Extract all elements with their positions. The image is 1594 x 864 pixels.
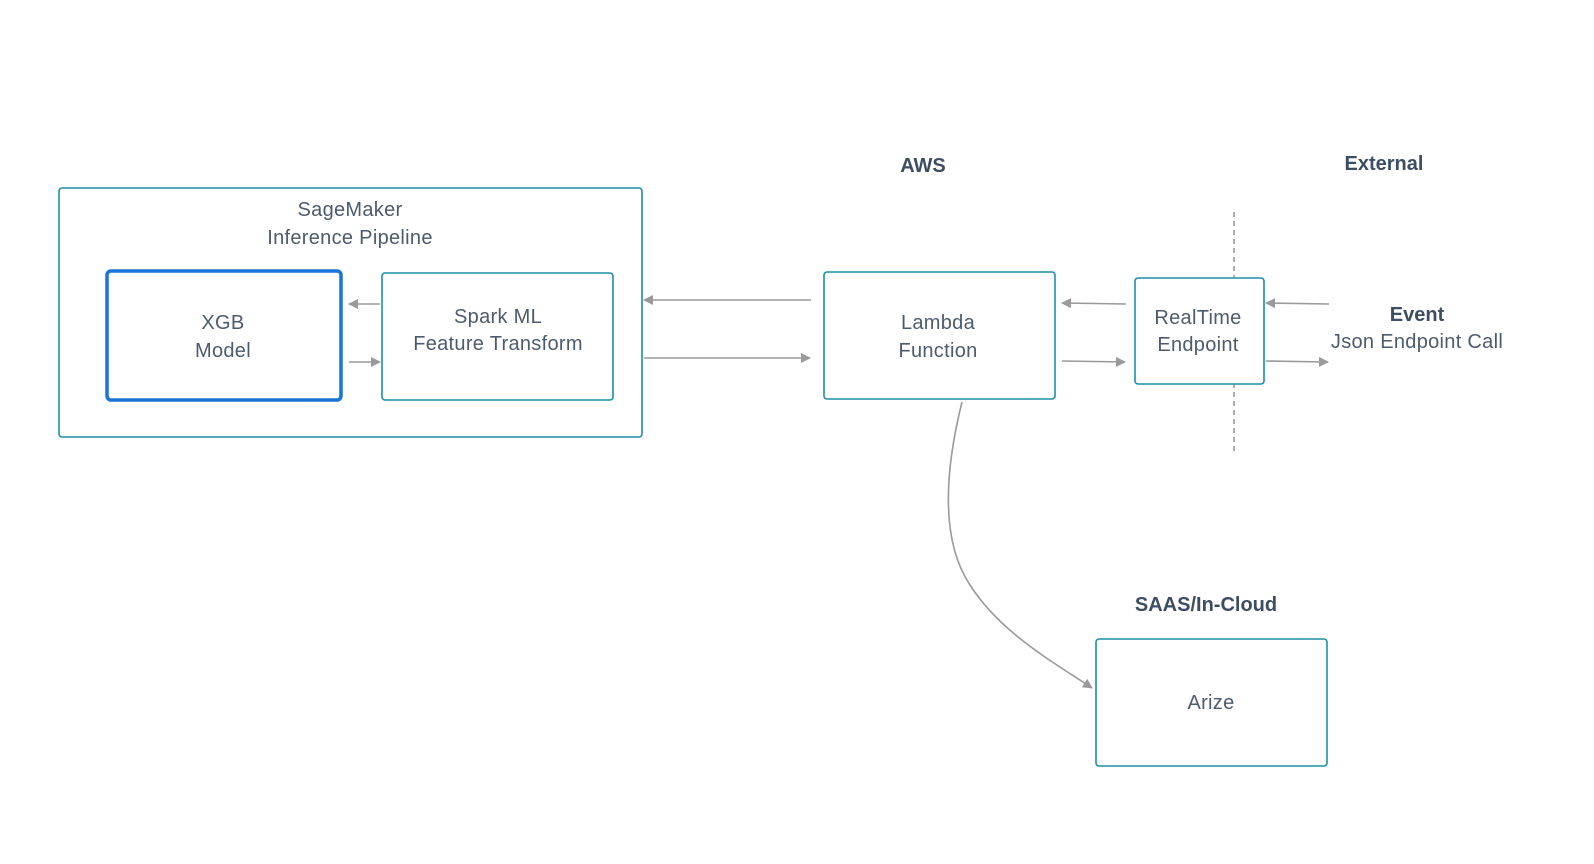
realtime-endpoint-node[interactable] — [1134, 277, 1265, 385]
xgb-model-label-line1: XGB — [201, 312, 244, 334]
arrow-lambda-to-realtime — [1061, 356, 1126, 367]
xgb-model-label-line2: Model — [195, 340, 251, 362]
realtime-label-line1: RealTime — [1154, 307, 1241, 329]
pipeline-title-line1: SageMaker — [298, 199, 403, 221]
arize-label: Arize — [1187, 692, 1234, 714]
zone-label-aws: AWS — [900, 155, 946, 177]
lambda-label-line1: Lambda — [901, 312, 976, 334]
zone-label-external: External — [1345, 153, 1424, 175]
event-subtitle: Json Endpoint Call — [1331, 331, 1503, 353]
lambda-function-node[interactable] — [823, 271, 1056, 400]
zone-label-saas: SAAS/In-Cloud — [1135, 594, 1277, 616]
arrow-event-to-realtime — [1265, 298, 1330, 309]
arrow-realtime-to-event — [1265, 356, 1329, 367]
lambda-label-line2: Function — [898, 340, 977, 362]
arrow-realtime-to-lambda — [1061, 298, 1127, 309]
arrow-lambda-to-arize — [947, 401, 1093, 689]
spark-ml-label-line2: Feature Transform — [413, 333, 583, 355]
event-title: Event — [1390, 304, 1445, 326]
xgb-model-node[interactable] — [105, 269, 343, 402]
spark-ml-label-line1: Spark ML — [454, 306, 542, 328]
arize-node[interactable] — [1095, 638, 1328, 767]
pipeline-title-line2: Inference Pipeline — [267, 227, 433, 249]
realtime-label-line2: Endpoint — [1157, 334, 1238, 356]
spark-ml-node[interactable] — [381, 272, 614, 401]
